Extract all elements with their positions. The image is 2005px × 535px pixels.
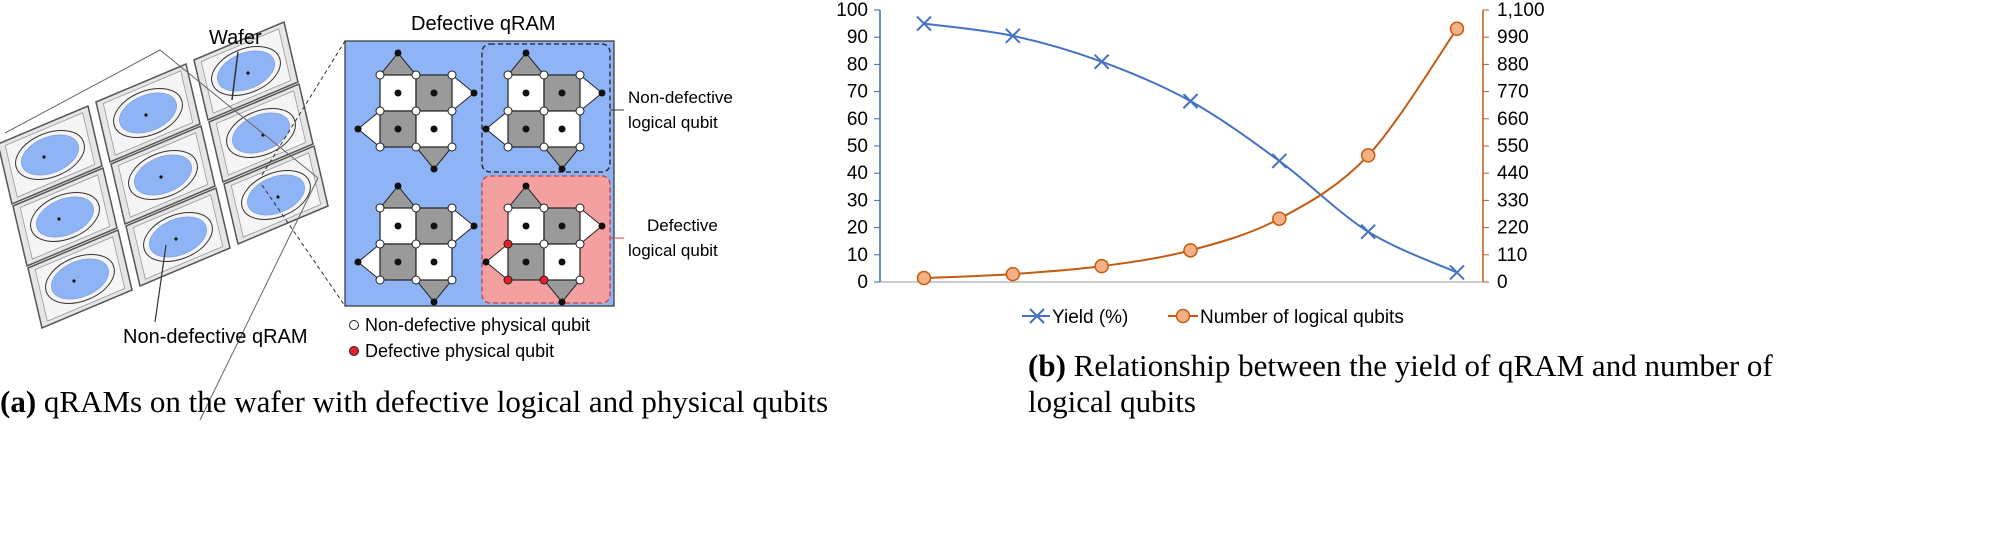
qram-die — [0, 104, 103, 206]
qram-die — [95, 62, 201, 164]
non-defective-qram-pointer — [154, 244, 167, 323]
defective-logical-qubit-label-line2: logical qubit — [628, 241, 718, 260]
logical-qubit-group — [354, 49, 606, 306]
left-tick-label: 80 — [847, 54, 868, 75]
legend-non-defective-physical: Non-defective physical qubit — [365, 315, 590, 335]
left-tick-label: 70 — [847, 82, 868, 103]
wafer-grid — [0, 20, 329, 421]
left-tick-label: 60 — [847, 109, 868, 130]
qram-die — [4, 49, 319, 421]
point-qubits — [1272, 211, 1287, 226]
caption-b-line1: Relationship between the yield of qRAM a… — [1065, 348, 1773, 383]
right-tick-label: 110 — [1497, 245, 1527, 266]
point-yield — [1093, 53, 1110, 70]
point-qubits — [1183, 243, 1198, 258]
wafer-pointer — [231, 51, 239, 101]
right-tick-label: 990 — [1497, 27, 1529, 48]
right-tick-label: 770 — [1497, 82, 1529, 103]
yield-vs-qubits-chart: 0 10 20 30 40 50 60 70 80 90 100 0 110 220 330 440 550 66… — [836, 0, 1544, 328]
qram-die — [125, 186, 231, 288]
series-line-yield — [923, 22, 1458, 274]
legend-qubits-marker — [1175, 308, 1191, 324]
right-tick-label: 1,100 — [1497, 0, 1545, 21]
non-defective-logical-box — [481, 43, 611, 173]
point-qubits — [1094, 258, 1109, 274]
point-qubits — [1360, 148, 1376, 163]
qram-die — [193, 20, 299, 122]
left-tick-label: 50 — [847, 136, 868, 157]
right-tick-label: 220 — [1497, 218, 1529, 239]
non-defective-qram-label: Non-defective qRAM — [123, 326, 308, 348]
caption-a: (a) qRAMs on the wafer with defective lo… — [0, 384, 828, 420]
defective-physical-legend-icon — [349, 346, 359, 356]
non-defective-logical-qubit-label-line2: logical qubit — [628, 113, 718, 132]
non-defective-physical-legend-icon — [349, 320, 359, 330]
defective-qram-title: Defective qRAM — [411, 13, 556, 35]
right-tick-label: 880 — [1497, 54, 1529, 75]
logical-qubit — [354, 49, 478, 173]
point-qubits — [916, 270, 932, 286]
qram-die — [12, 166, 118, 268]
left-tick-label: 0 — [857, 272, 868, 293]
logical-qubit — [354, 182, 478, 306]
point-yield — [1360, 223, 1376, 240]
wafer-diagram-svg: Wafer Non-defective qRAM Defective qRAM … — [0, 13, 733, 421]
point-yield — [1449, 264, 1465, 281]
wafer-label: Wafer — [209, 27, 262, 49]
non-defective-logical-qubit-label-line1: Non-defective — [628, 88, 733, 107]
chart-series — [916, 15, 1465, 286]
right-tick-label: 440 — [1497, 163, 1529, 184]
right-tick-label: 660 — [1497, 109, 1529, 130]
chart-axes: 0 10 20 30 40 50 60 70 80 90 100 0 110 220 330 440 550 66… — [836, 0, 1544, 293]
panel-a-wafer-diagram: Wafer Non-defective qRAM Defective qRAM … — [0, 0, 1000, 530]
zoom-line-top — [261, 40, 346, 176]
caption-b-tag: (b) — [1028, 348, 1066, 383]
point-yield — [1005, 28, 1021, 44]
left-tick-label: 100 — [836, 0, 868, 21]
legend-defective-physical: Defective physical qubit — [365, 341, 554, 361]
right-tick-label: 550 — [1497, 136, 1529, 157]
caption-a-tag: (a) — [0, 384, 37, 419]
caption-b: (b) Relationship between the yield of qR… — [1028, 348, 1773, 420]
chart-legend: Yield (%) Number of logical qubits — [1022, 307, 1404, 328]
caption-b-line2: logical qubits — [1028, 384, 1196, 419]
qram-die — [27, 228, 133, 330]
left-tick-label: 90 — [847, 27, 868, 48]
qram-die — [110, 124, 216, 226]
left-tick-label: 10 — [847, 245, 868, 266]
point-qubits — [1005, 266, 1021, 282]
left-tick-label: 40 — [847, 163, 868, 184]
point-yield — [1271, 153, 1288, 169]
point-yield — [1182, 93, 1199, 109]
right-tick-label: 330 — [1497, 190, 1529, 211]
legend-qubits-label: Number of logical qubits — [1200, 307, 1404, 328]
legend-yield-marker — [1029, 308, 1045, 324]
point-yield — [916, 15, 932, 32]
point-qubits — [1449, 21, 1465, 37]
defective-logical-qubit — [482, 182, 606, 306]
qram-die — [223, 144, 329, 246]
logical-qubit — [482, 49, 606, 173]
caption-a-text: qRAMs on the wafer with defective logica… — [36, 384, 829, 419]
left-tick-label: 20 — [847, 218, 868, 239]
defective-logical-qubit-label-line1: Defective — [647, 216, 718, 235]
legend-yield-label: Yield (%) — [1052, 307, 1128, 328]
left-tick-label: 30 — [847, 190, 868, 211]
panel-b-chart: 0 10 20 30 40 50 60 70 80 90 100 0 110 220 330 440 550 66… — [836, 0, 2005, 530]
zoom-line-bottom — [261, 184, 346, 307]
right-tick-label: 0 — [1497, 272, 1508, 293]
series-line-qubits — [923, 28, 1458, 280]
